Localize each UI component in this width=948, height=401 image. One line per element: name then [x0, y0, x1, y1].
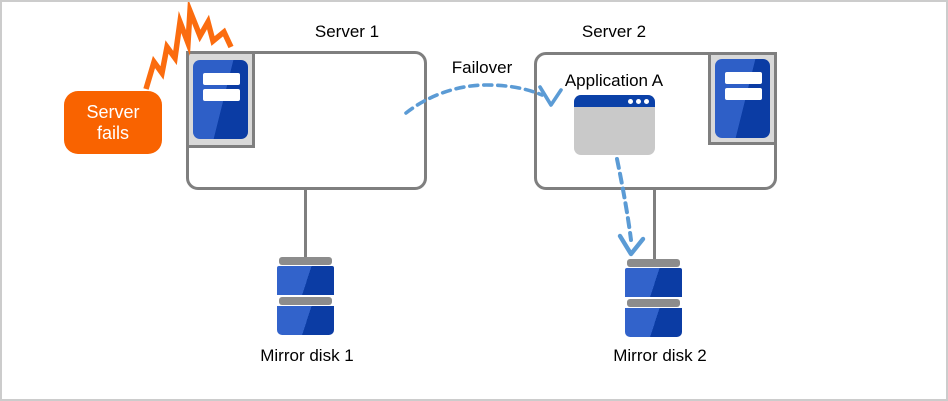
- disk-separator: [627, 299, 680, 307]
- disk-platter: [277, 306, 334, 335]
- disk-separator: [279, 257, 332, 265]
- mirror-disk1-title: Mirror disk 1: [260, 346, 354, 365]
- disk-platter: [625, 308, 682, 337]
- server1-disk-connector: [304, 188, 307, 259]
- server-slot-bar: [725, 88, 762, 100]
- server-tower-icon: [715, 59, 770, 138]
- disk-write-arrowhead: [617, 233, 646, 257]
- server2-disk-connector: [653, 190, 656, 260]
- server-slot-bar: [203, 89, 240, 101]
- window-dot-icon: [644, 98, 649, 104]
- failover-label: Failover: [451, 58, 513, 77]
- server2-icon-plate: [708, 52, 777, 145]
- server-tower-icon: [193, 60, 248, 139]
- disk-separator: [279, 297, 332, 305]
- mirror-disk-icon: [277, 257, 334, 335]
- server1-icon-plate: [186, 51, 255, 148]
- window-dot-icon: [636, 98, 641, 104]
- server-slot-bar: [203, 73, 240, 85]
- disk-separator: [627, 259, 680, 267]
- app-window-titlebar: [574, 95, 655, 107]
- server-fails-line2: fails: [96, 122, 129, 143]
- disk-platter: [625, 268, 682, 297]
- disk-platter: [277, 266, 334, 295]
- application-title: Application A: [564, 71, 664, 90]
- server1-title: Server 1: [314, 22, 380, 41]
- server-fails-badge: Server fails: [64, 91, 162, 154]
- server2-title: Server 2: [581, 22, 647, 41]
- server-fails-line1: Server: [86, 101, 140, 122]
- app-window-icon: [574, 95, 655, 155]
- mirror-disk-icon: [625, 259, 682, 337]
- mirror-disk2-title: Mirror disk 2: [613, 346, 707, 365]
- window-dot-icon: [628, 98, 633, 104]
- server-slot-bar: [725, 72, 762, 84]
